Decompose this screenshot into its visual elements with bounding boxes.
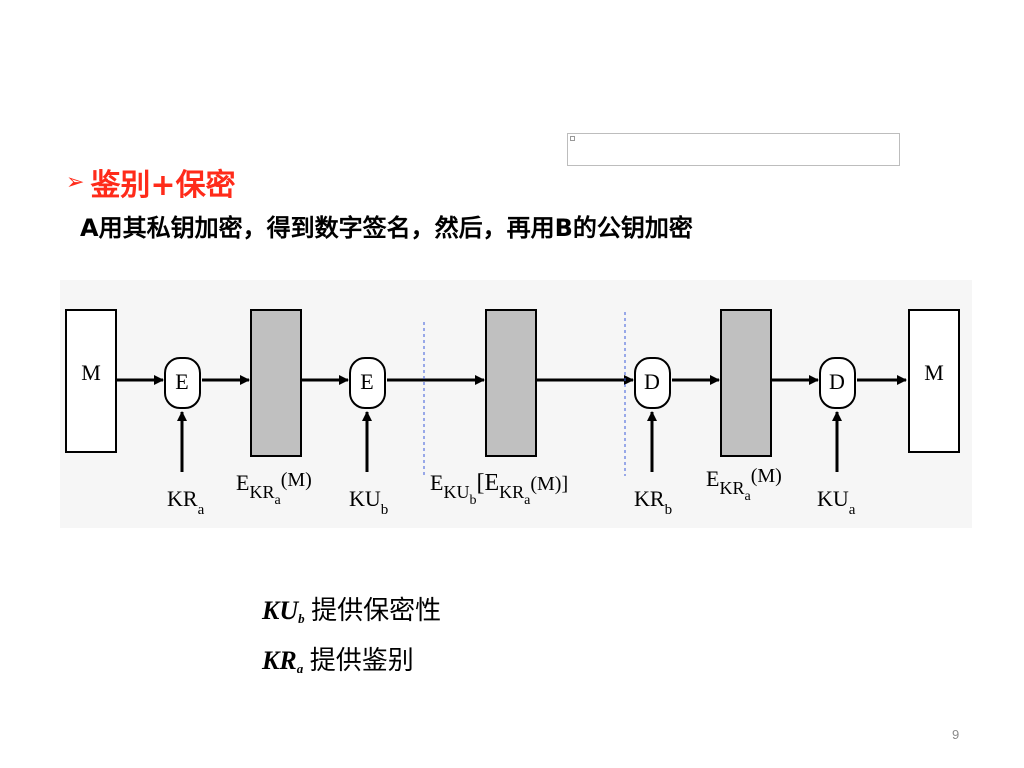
encrypt-node [349,357,386,409]
decrypt-node [634,357,671,409]
auth-encryption-diagram: M M E E D D KRa KUb KRb KUa EKRa(M) EKUb… [60,280,972,528]
encrypt-node-label: E [360,369,373,394]
note-subscript: b [298,611,305,626]
caption-signature: EKRa(M) [236,469,312,508]
decrypt-node [819,357,856,409]
encrypt-node-label: E [175,369,188,394]
key-label: KRb [634,486,672,518]
broken-image-placeholder [567,133,900,166]
encrypt-node [164,357,201,409]
message-label-left: M [81,360,101,385]
message-box-left [65,309,117,453]
caption-signature: EKRa(M) [706,465,782,504]
decrypt-node-label: D [644,369,660,394]
note-symbol: KR [262,646,297,675]
caption-ciphertext: EKUb[EKRa(M)] [430,470,568,508]
message-label-right: M [924,360,944,385]
key-label: KUa [817,486,856,518]
broken-image-icon [570,136,575,141]
arrow-bullet-icon: ➢ [66,169,85,195]
subtitle: A用其私钥加密，得到数字签名，然后，再用B的公钥加密 [80,214,693,242]
note-text: 提供鉴别 [309,646,414,675]
ciphertext-box [485,309,537,457]
key-label: KUb [349,486,388,518]
note-subscript: a [296,661,304,676]
page-number: 9 [952,727,960,742]
note-text: 提供保密性 [311,596,442,625]
ciphertext-box [250,309,302,457]
key-label: KRa [167,486,205,518]
note-authentication: KRa 提供鉴别 [262,640,414,677]
message-box-right [908,309,960,453]
note-confidentiality: KUb 提供保密性 [262,590,441,627]
heading-text: 鉴别+保密 [90,168,236,203]
ciphertext-box [720,309,772,457]
diagram-canvas: M M E E D D KRa KUb KRb KUa EKRa(M) EKUb… [65,309,960,518]
note-symbol: KU [262,596,299,625]
section-heading: ➢ 鉴别+保密 [66,160,236,204]
decrypt-node-label: D [829,369,845,394]
